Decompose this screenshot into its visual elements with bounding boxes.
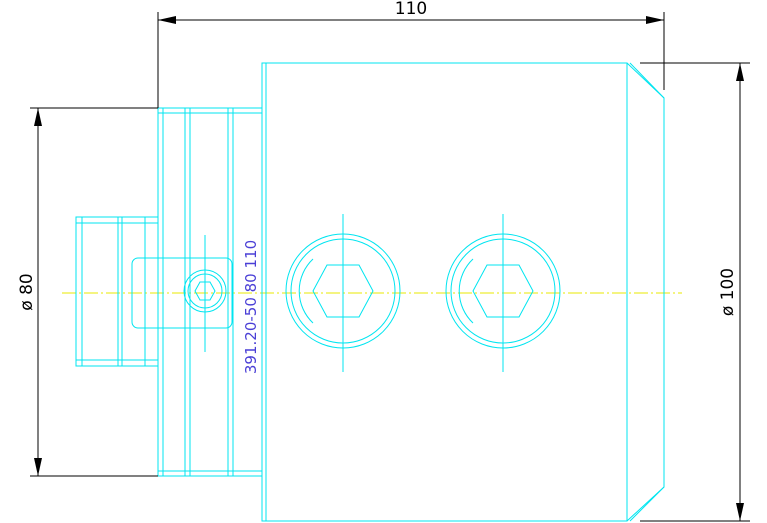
screw-1-hex [312, 264, 374, 318]
dim-100-label: ø 100 [718, 268, 738, 316]
screw-2-hex [472, 264, 534, 318]
screw-2-thread-arc [458, 258, 474, 324]
dimension-dia-80 [30, 107, 158, 477]
dim-110-arrow-left [158, 16, 176, 24]
dim-110-arrow-right [646, 16, 664, 24]
dim-80-arrow-top [34, 108, 42, 126]
main-body [261, 62, 628, 522]
dimension-110 [157, 12, 665, 108]
part-outline [75, 62, 665, 522]
chamfer-bottom-line [629, 486, 665, 522]
dim-80-label: ø 80 [17, 273, 37, 310]
dim-100-arrow-bottom [736, 503, 744, 521]
dimension-dia-100 [640, 62, 750, 522]
dim-100-arrow-top [736, 63, 744, 81]
dim-110-label: 110 [395, 0, 427, 19]
shank [75, 216, 159, 367]
chamfer-top-line [629, 62, 665, 99]
clamp-screw-hex [194, 281, 216, 301]
screw-1-thread-arc [298, 258, 314, 324]
chamfer-edge [626, 62, 665, 522]
clamp-block [131, 257, 233, 329]
dim-80-arrow-bottom [34, 458, 42, 476]
part-number-label: 391.20-50 80 110 [242, 240, 260, 374]
